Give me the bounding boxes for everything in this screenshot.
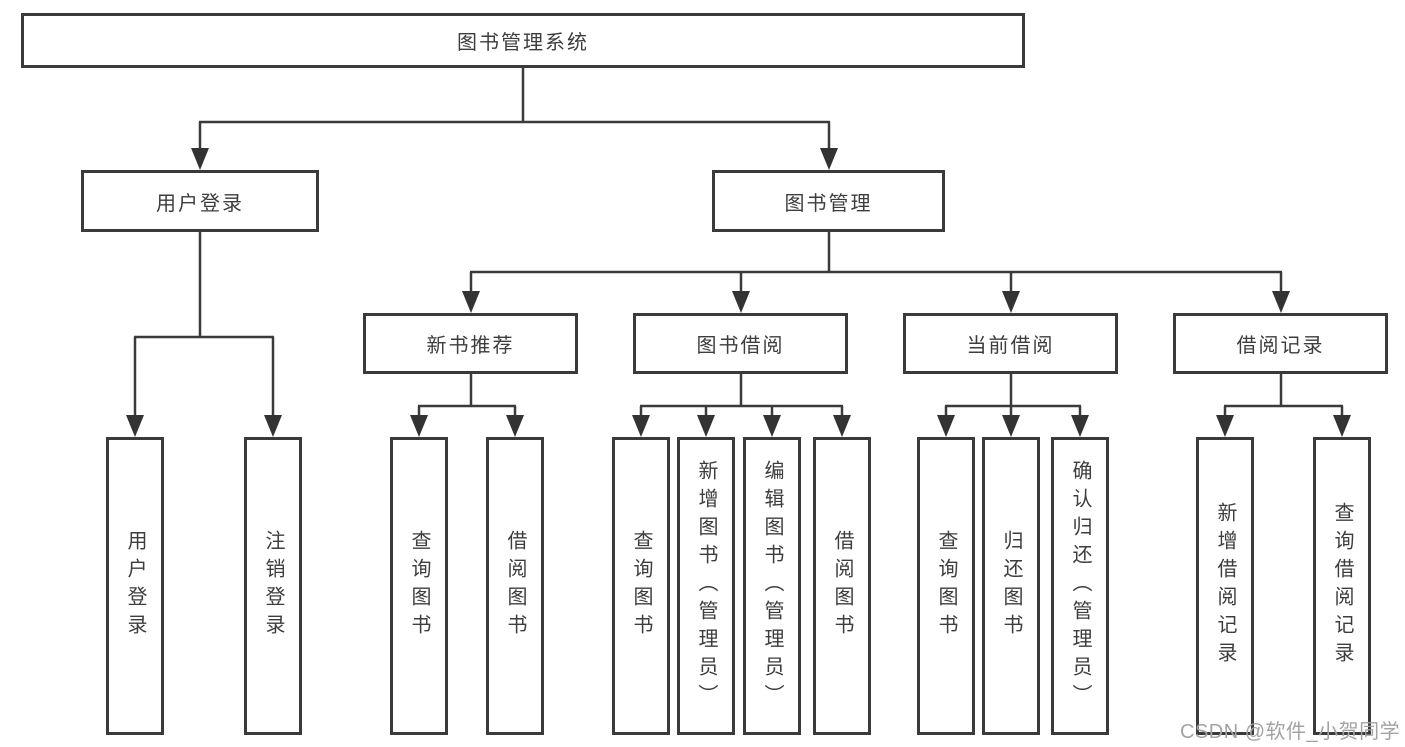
csdn-watermark: CSDN @软件_小贺同学 — [1180, 721, 1401, 743]
leaf-confirm-return-admin: 确认归还（管理员） — [1051, 437, 1109, 735]
leaf-add-books-admin: 新增图书（管理员） — [677, 437, 735, 735]
node-current-borrowing: 当前借阅 — [903, 313, 1118, 374]
leaf-edit-books-admin-label: 编辑图书（管理员） — [761, 460, 783, 712]
leaf-add-borrow-record-label: 新增借阅记录 — [1214, 502, 1236, 670]
leaf-borrow-books: 借阅图书 — [813, 437, 871, 735]
leaf-borrow-books-recommend: 借阅图书 — [486, 437, 544, 735]
leaf-confirm-return-admin-label: 确认归还（管理员） — [1069, 460, 1091, 712]
leaf-query-books-recommend: 查询图书 — [390, 437, 448, 735]
leaf-borrow-books-recommend-label: 借阅图书 — [504, 530, 526, 642]
node-new-book-recommendation-label: 新书推荐 — [426, 335, 515, 357]
node-book-management-label: 图书管理 — [784, 192, 873, 215]
node-library-management-system-label: 图书管理系统 — [457, 32, 589, 54]
leaf-return-books-label: 归还图书 — [1000, 530, 1022, 642]
node-library-management-system: 图书管理系统 — [21, 13, 1025, 68]
leaf-user-login-label: 用户登录 — [124, 530, 146, 642]
node-book-borrowing: 图书借阅 — [633, 313, 848, 374]
node-book-management: 图书管理 — [712, 170, 945, 232]
leaf-query-borrow-record: 查询借阅记录 — [1313, 437, 1371, 735]
leaf-query-books-borrow: 查询图书 — [612, 437, 670, 735]
node-user-login: 用户登录 — [81, 170, 319, 232]
node-current-borrowing-label: 当前借阅 — [966, 335, 1055, 357]
leaf-user-login: 用户登录 — [106, 437, 164, 735]
node-book-borrowing-label: 图书借阅 — [696, 335, 785, 357]
leaf-logout-label: 注销登录 — [262, 530, 284, 642]
leaf-logout: 注销登录 — [244, 437, 302, 735]
leaf-query-borrow-record-label: 查询借阅记录 — [1331, 502, 1353, 670]
leaf-query-books-recommend-label: 查询图书 — [408, 530, 430, 642]
node-user-login-label: 用户登录 — [156, 192, 244, 215]
leaf-return-books: 归还图书 — [982, 437, 1040, 735]
node-borrowing-records: 借阅记录 — [1173, 313, 1388, 374]
leaf-borrow-books-label: 借阅图书 — [831, 530, 853, 642]
leaf-edit-books-admin: 编辑图书（管理员） — [743, 437, 801, 735]
leaf-query-books-current: 查询图书 — [917, 437, 975, 735]
leaf-add-books-admin-label: 新增图书（管理员） — [695, 460, 717, 712]
node-new-book-recommendation: 新书推荐 — [363, 313, 578, 374]
leaf-query-books-current-label: 查询图书 — [935, 530, 957, 642]
leaf-add-borrow-record: 新增借阅记录 — [1196, 437, 1254, 735]
leaf-query-books-borrow-label: 查询图书 — [630, 530, 652, 642]
node-borrowing-records-label: 借阅记录 — [1236, 335, 1325, 357]
